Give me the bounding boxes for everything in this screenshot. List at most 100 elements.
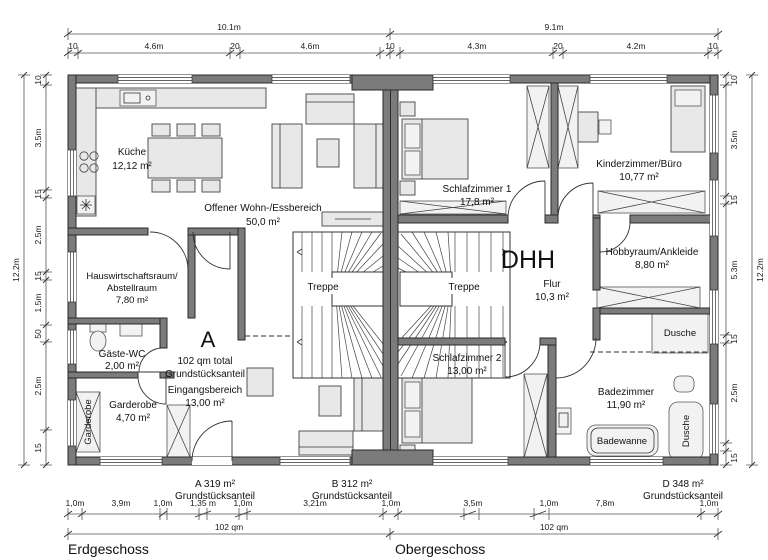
label-garderobe-area: 4,70 m²	[116, 413, 151, 424]
dim-seg: 10	[68, 41, 78, 51]
badewanne-label: Badewanne	[597, 436, 647, 447]
shower-bottom: Dusche	[668, 401, 704, 461]
label-hwr-2: Abstellraum	[107, 283, 157, 294]
doors	[137, 180, 631, 462]
coffee-table	[316, 138, 340, 168]
bed-kinderzimmer	[670, 85, 706, 153]
door-garderobe	[137, 375, 167, 405]
dining-table	[147, 123, 223, 193]
dim-seg: 2.5m	[729, 384, 739, 403]
dim-seg: 1,0m	[700, 498, 719, 508]
window	[271, 75, 351, 83]
window	[432, 75, 511, 83]
dim-seg: 2.5m	[33, 226, 43, 245]
dim-overall-right: 9.1m	[545, 22, 564, 32]
dim-seg: 1,35 m	[190, 498, 216, 508]
wardrobe-kinderzimmer	[597, 190, 706, 214]
door-hall	[192, 231, 231, 270]
label-hobbyraum-area: 8,80 m²	[635, 260, 670, 271]
area-qm-right: 102 qm	[540, 522, 568, 532]
plot-d-line1: D 348 m²	[662, 479, 704, 490]
stairs-erdgeschoss: Treppe	[292, 231, 384, 379]
dim-seg: 4.6m	[145, 41, 164, 51]
window	[710, 403, 718, 455]
plot-b-line2: Grundstücksanteil	[312, 491, 392, 502]
label-schlafzimmer2-area: 13,00 m²	[447, 366, 487, 377]
label-hobbyraum: Hobbyraum/Ankleide	[606, 247, 699, 258]
windows	[68, 75, 718, 465]
dim-right-overall: 12.2m	[755, 258, 765, 282]
dim-seg: 10	[729, 75, 739, 85]
dim-seg: 15	[729, 453, 739, 463]
label-wohn: Offener Wohn-/Essbereich	[204, 203, 321, 214]
window	[710, 289, 718, 345]
window	[589, 457, 664, 465]
stairs-obergeschoss: Treppe	[397, 231, 511, 379]
dim-seg: 5.3m	[729, 261, 739, 280]
door-kinderzimmer	[557, 182, 594, 219]
dim-seg: 3.5m	[729, 131, 739, 150]
wardrobe-hobbyraum	[596, 286, 701, 309]
label-gaeste-wc: Gäste-WC	[99, 349, 146, 360]
door-hwr	[149, 231, 189, 271]
bed-schlafzimmer2	[399, 361, 473, 458]
desk-kinderzimmer	[577, 111, 612, 143]
dim-seg: 20	[230, 41, 240, 51]
wc-toilet-icon	[89, 323, 107, 352]
dim-seg: 20	[553, 41, 563, 51]
label-unit-a-line1: 102 qm total	[177, 356, 232, 367]
plot-a-line1: A 319 m²	[195, 479, 236, 490]
entrance-opening	[192, 457, 232, 465]
floor-label-erdgeschoss: Erdgeschoss	[68, 541, 149, 557]
window	[710, 94, 718, 154]
window	[432, 457, 509, 465]
dim-seg: 15	[33, 189, 43, 199]
door-entrance	[191, 420, 233, 462]
dim-seg: 10	[708, 41, 718, 51]
label-flur: Flur	[543, 279, 561, 290]
label-eingang: Eingangsbereich	[168, 385, 243, 396]
dim-seg: 15	[33, 443, 43, 453]
treppe-eg-label: Treppe	[307, 282, 339, 293]
door-schlafzimmer2	[504, 341, 541, 378]
lowboard-schlafzimmer1	[399, 200, 507, 215]
room-labels: Küche 12,12 m² Offener Wohn-/Essbereich …	[86, 147, 699, 424]
dim-seg: 3.5m	[33, 129, 43, 148]
label-kueche-area: 12,12 m²	[112, 161, 152, 172]
dim-seg: 3,21m	[303, 498, 327, 508]
shower-top: Dusche	[651, 312, 709, 354]
area-qm-left: 102 qm	[215, 522, 243, 532]
label-badezimmer-area: 11,90 m²	[607, 400, 646, 411]
label-garderobe: Garderobe	[109, 400, 157, 411]
label-kinderzimmer: Kinderzimmer/Büro	[596, 159, 682, 170]
label-dhh: DHH	[501, 246, 555, 274]
window	[68, 149, 76, 197]
door-badezimmer	[555, 337, 597, 379]
wardrobe-garderobe: Garderobe	[75, 391, 101, 453]
dim-left-overall: 12.2m	[11, 258, 21, 282]
dim-seg: 4.6m	[301, 41, 320, 51]
sofa-group	[271, 93, 385, 189]
window	[117, 75, 193, 83]
label-kinderzimmer-area: 10,77 m²	[619, 172, 659, 183]
dim-seg: 15	[33, 271, 43, 281]
party-wall-top-chunk	[351, 74, 434, 91]
bed-schlafzimmer1	[399, 101, 469, 196]
dim-seg: 3,5m	[464, 498, 483, 508]
dim-seg: 4.2m	[627, 41, 646, 51]
wardrobe-eingang	[166, 404, 191, 458]
top-dimensions: 10.1m 9.1m 10 4.6m 20 4.6m 10 4.3m 20 4.…	[63, 22, 723, 59]
garderobe-wardrobe-label: Garderobe	[83, 399, 94, 444]
bathtub: Badewanne	[586, 424, 659, 457]
dim-seg: 1,0m	[540, 498, 559, 508]
window	[68, 251, 76, 303]
wardrobe-right-kz	[557, 85, 579, 169]
window	[99, 457, 163, 465]
plot-b-line1: B 312 m²	[332, 479, 373, 490]
label-gaeste-wc-area: 2,00 m²	[105, 361, 140, 372]
dim-seg: 10	[33, 75, 43, 85]
wardrobe-left-sz1	[526, 85, 550, 169]
left-dimensions: 12.2m 10 3.5m 15 2.5m 15 1.5m 50 2.5m 15	[11, 71, 52, 469]
exterior-wall-right	[709, 74, 719, 466]
window	[710, 179, 718, 237]
